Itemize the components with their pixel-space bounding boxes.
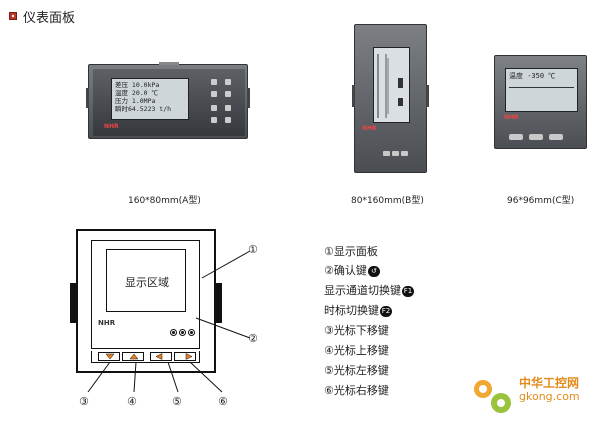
screen-line: 温度 20.0 ℃: [115, 89, 158, 97]
confirm-key-icon: [170, 329, 177, 336]
cursor-up-button: [122, 352, 144, 361]
cursor-left-button: [150, 352, 172, 361]
device-c-image: 温度 -350 ℃ NHR: [494, 55, 587, 149]
callout-5: ⑤: [172, 395, 182, 408]
legend-item: ①显示面板: [324, 245, 378, 258]
screen-line: 差压 10.0kPa: [115, 81, 160, 89]
device-c-screen: 温度 -350 ℃: [505, 68, 578, 112]
panel-diagram: 显示区域 NHR: [70, 229, 222, 373]
f2-key-icon: [188, 329, 195, 336]
cursor-right-button: [174, 352, 196, 361]
legend-item: ④光标上移键: [324, 344, 389, 357]
device-b-caption: 80*160mm(B型): [351, 196, 424, 206]
device-logo: NHR: [98, 319, 116, 327]
device-a-caption: 160*80mm(A型): [128, 196, 201, 206]
callout-4: ④: [127, 395, 137, 408]
screen-line: 温度 -350 ℃: [509, 72, 556, 80]
device-logo: NHR: [362, 125, 377, 132]
device-logo: NHR: [504, 114, 519, 121]
f1-key-icon: [179, 329, 186, 336]
display-area: 显示区域: [106, 249, 186, 312]
f2-key-icon: F2: [380, 305, 392, 317]
legend-item: ⑤光标左移键: [324, 364, 389, 377]
legend-item: ⑥光标右移键: [324, 384, 389, 397]
device-a-screen: 差压 10.0kPa 温度 20.0 ℃ 压力 1.0MPa 瞬时64.5223…: [111, 78, 189, 120]
f1-key-icon: F1: [402, 285, 414, 297]
legend-item: ③光标下移键: [324, 324, 389, 337]
cursor-down-button: [98, 352, 120, 361]
device-b-image: NHR: [352, 24, 429, 173]
callout-1: ①: [248, 243, 258, 256]
device-logo: NHR: [104, 123, 119, 130]
callout-6: ⑥: [218, 395, 228, 408]
screen-line: 压力 1.0MPa: [115, 97, 156, 105]
page-title: 仪表面板: [23, 11, 76, 26]
screen-line: 瞬时64.5223 t/h: [115, 105, 172, 113]
watermark-title: 中华工控网: [519, 376, 580, 390]
function-keys: [170, 321, 197, 340]
gear-icon: [474, 380, 511, 413]
callout-3: ③: [79, 395, 89, 408]
bullet-icon: [9, 12, 17, 20]
device-b-screen: [373, 47, 410, 123]
callout-2: ②: [248, 332, 258, 345]
device-c-caption: 96*96mm(C型): [507, 196, 575, 206]
watermark-url: gkong.com: [519, 390, 580, 403]
device-a-image: 差压 10.0kPa 温度 20.0 ℃ 压力 1.0MPa 瞬时64.5223…: [86, 62, 250, 139]
legend-item: ②确认键↺: [324, 262, 380, 278]
confirm-key-icon: ↺: [367, 265, 380, 277]
